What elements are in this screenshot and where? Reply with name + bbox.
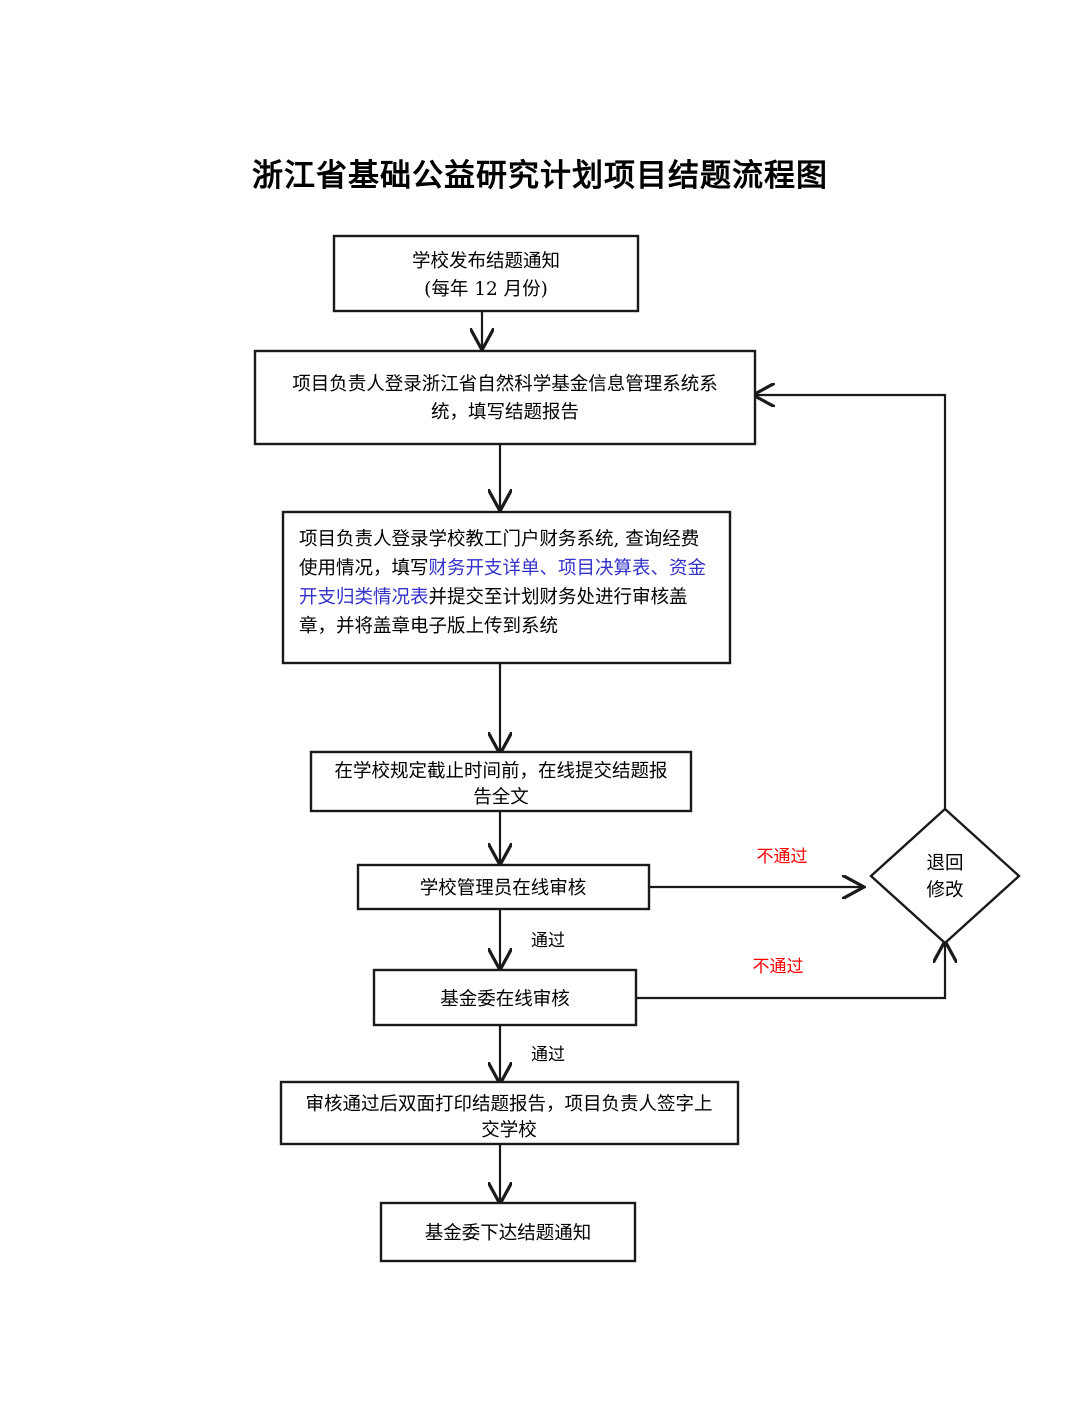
- node-n3-line-1-seg-1: 项目负责人登录学校教工门户财务系统, 查询经费: [299, 529, 699, 550]
- connectors: [482, 311, 945, 1202]
- node-n3-line-2: 使用情况，填写财务开支详单、项目决算表、资金: [299, 558, 706, 579]
- edge-label-pass-fund: 通过: [531, 1045, 565, 1065]
- page-title: 浙江省基础公益研究计划项目结题流程图: [252, 158, 828, 194]
- node-n3-line-2-seg-1: 使用情况，填写: [299, 558, 429, 579]
- node-fund-committee-review[interactable]: 基金委在线审核: [372, 968, 638, 1027]
- node-n1-line-1: 学校发布结题通知: [412, 251, 560, 272]
- node-n3-line-4-seg-1: 章，并将盖章电子版上传到系统: [299, 616, 558, 637]
- node-n6-line-1: 基金委在线审核: [440, 989, 570, 1010]
- node-n3-line-3-seg-2: 并提交至计划财务处进行审核盖: [429, 587, 688, 608]
- edge-label-reject-fund: 不通过: [753, 957, 804, 977]
- node-n5-line-1: 学校管理员在线审核: [420, 878, 587, 899]
- node-return-for-revision[interactable]: 退回 修改: [869, 807, 1021, 945]
- edge-n6-reject-diamond: [636, 943, 945, 1000]
- node-print-and-sign-report[interactable]: 审核通过后双面打印结题报告，项目负责人签字上 交学校: [279, 1080, 740, 1146]
- node-submit-report-online[interactable]: 在学校规定截止时间前，在线提交结题报 告全文: [309, 750, 693, 813]
- node-school-publishes-notice[interactable]: 学校发布结题通知 (每年 12 月份): [332, 234, 640, 313]
- node-fund-committee-issues-notice[interactable]: 基金委下达结题通知: [379, 1201, 637, 1263]
- node-n8-line-1: 基金委下达结题通知: [425, 1223, 592, 1244]
- node-n7-line-2: 交学校: [481, 1120, 537, 1141]
- node-n7-line-1: 审核通过后双面打印结题报告，项目负责人签字上: [305, 1094, 712, 1115]
- node-login-nsf-system[interactable]: 项目负责人登录浙江省自然科学基金信息管理系统系 统，填写结题报告: [253, 349, 757, 446]
- node-n3-line-2-seg-2: 财务开支详单、项目决算表、资金: [429, 558, 707, 579]
- node-n4-line-2: 告全文: [473, 787, 529, 808]
- edge-label-pass-school: 通过: [531, 931, 565, 951]
- node-d1-line-2: 修改: [926, 880, 963, 901]
- node-n2-line-1: 项目负责人登录浙江省自然科学基金信息管理系统系: [292, 374, 718, 395]
- node-finance-system-forms[interactable]: 项目负责人登录学校教工门户财务系统, 查询经费 使用情况，填写财务开支详单、项目…: [281, 510, 732, 665]
- node-n4-line-1: 在学校规定截止时间前，在线提交结题报: [334, 761, 667, 782]
- node-n3-line-3-seg-1: 开支归类情况表: [299, 587, 429, 608]
- node-school-admin-review[interactable]: 学校管理员在线审核: [356, 863, 651, 911]
- edge-diamond-n2: [755, 395, 947, 810]
- node-n1-line-2: (每年 12 月份): [424, 279, 548, 300]
- node-n2-line-2: 统，填写结题报告: [431, 402, 579, 423]
- node-n3-line-3: 开支归类情况表并提交至计划财务处进行审核盖: [299, 587, 688, 608]
- node-n3-line-1: 项目负责人登录学校教工门户财务系统, 查询经费: [299, 529, 699, 550]
- node-d1-line-1: 退回: [926, 853, 963, 874]
- edge-label-reject-school: 不通过: [757, 847, 808, 867]
- node-n3-line-4: 章，并将盖章电子版上传到系统: [299, 616, 558, 637]
